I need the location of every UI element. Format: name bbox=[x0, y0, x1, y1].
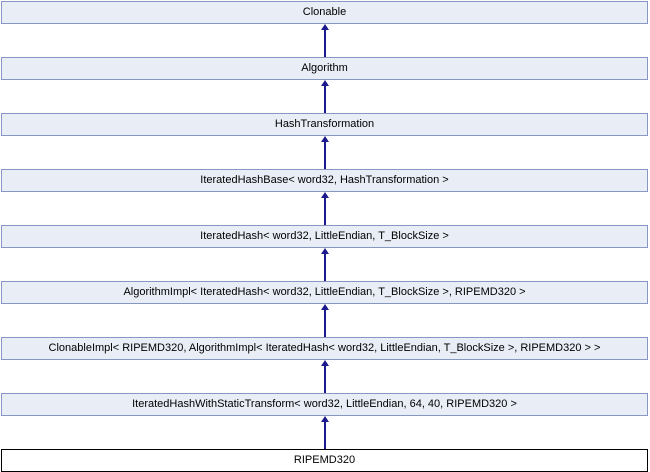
arrow-up-icon bbox=[320, 304, 329, 310]
arrow-up-icon bbox=[320, 24, 329, 30]
arrow-up-icon bbox=[320, 80, 329, 86]
class-node-clonableimpl[interactable]: ClonableImpl< RIPEMD320, AlgorithmImpl< … bbox=[1, 337, 648, 360]
class-node-ripemd320: RIPEMD320 bbox=[1, 449, 648, 472]
arrow-shaft bbox=[323, 366, 326, 393]
inheritance-arrow bbox=[320, 304, 329, 337]
inheritance-arrow bbox=[320, 136, 329, 169]
arrow-shaft bbox=[323, 142, 326, 169]
inheritance-arrow bbox=[320, 80, 329, 113]
arrow-up-icon bbox=[320, 136, 329, 142]
inheritance-arrow bbox=[320, 248, 329, 281]
class-node-iteratedhashwithstatictransform[interactable]: IteratedHashWithStaticTransform< word32,… bbox=[1, 393, 648, 416]
class-node-hashtransformation[interactable]: HashTransformation bbox=[1, 113, 648, 136]
arrow-shaft bbox=[323, 30, 326, 57]
arrow-shaft bbox=[323, 198, 326, 225]
inheritance-arrow bbox=[320, 24, 329, 57]
arrow-up-icon bbox=[320, 248, 329, 254]
class-node-clonable[interactable]: Clonable bbox=[1, 1, 648, 24]
arrow-shaft bbox=[323, 86, 326, 113]
class-node-iteratedhash[interactable]: IteratedHash< word32, LittleEndian, T_Bl… bbox=[1, 225, 648, 248]
inheritance-arrow bbox=[320, 192, 329, 225]
class-node-algorithmimpl[interactable]: AlgorithmImpl< IteratedHash< word32, Lit… bbox=[1, 281, 648, 304]
arrow-up-icon bbox=[320, 360, 329, 366]
arrow-shaft bbox=[323, 310, 326, 337]
class-node-iteratedhashbase[interactable]: IteratedHashBase< word32, HashTransforma… bbox=[1, 169, 648, 192]
class-node-algorithm[interactable]: Algorithm bbox=[1, 57, 648, 80]
inheritance-arrow bbox=[320, 360, 329, 393]
arrow-up-icon bbox=[320, 416, 329, 422]
arrow-shaft bbox=[323, 254, 326, 281]
inheritance-arrow bbox=[320, 416, 329, 449]
arrow-up-icon bbox=[320, 192, 329, 198]
arrow-shaft bbox=[323, 422, 326, 449]
